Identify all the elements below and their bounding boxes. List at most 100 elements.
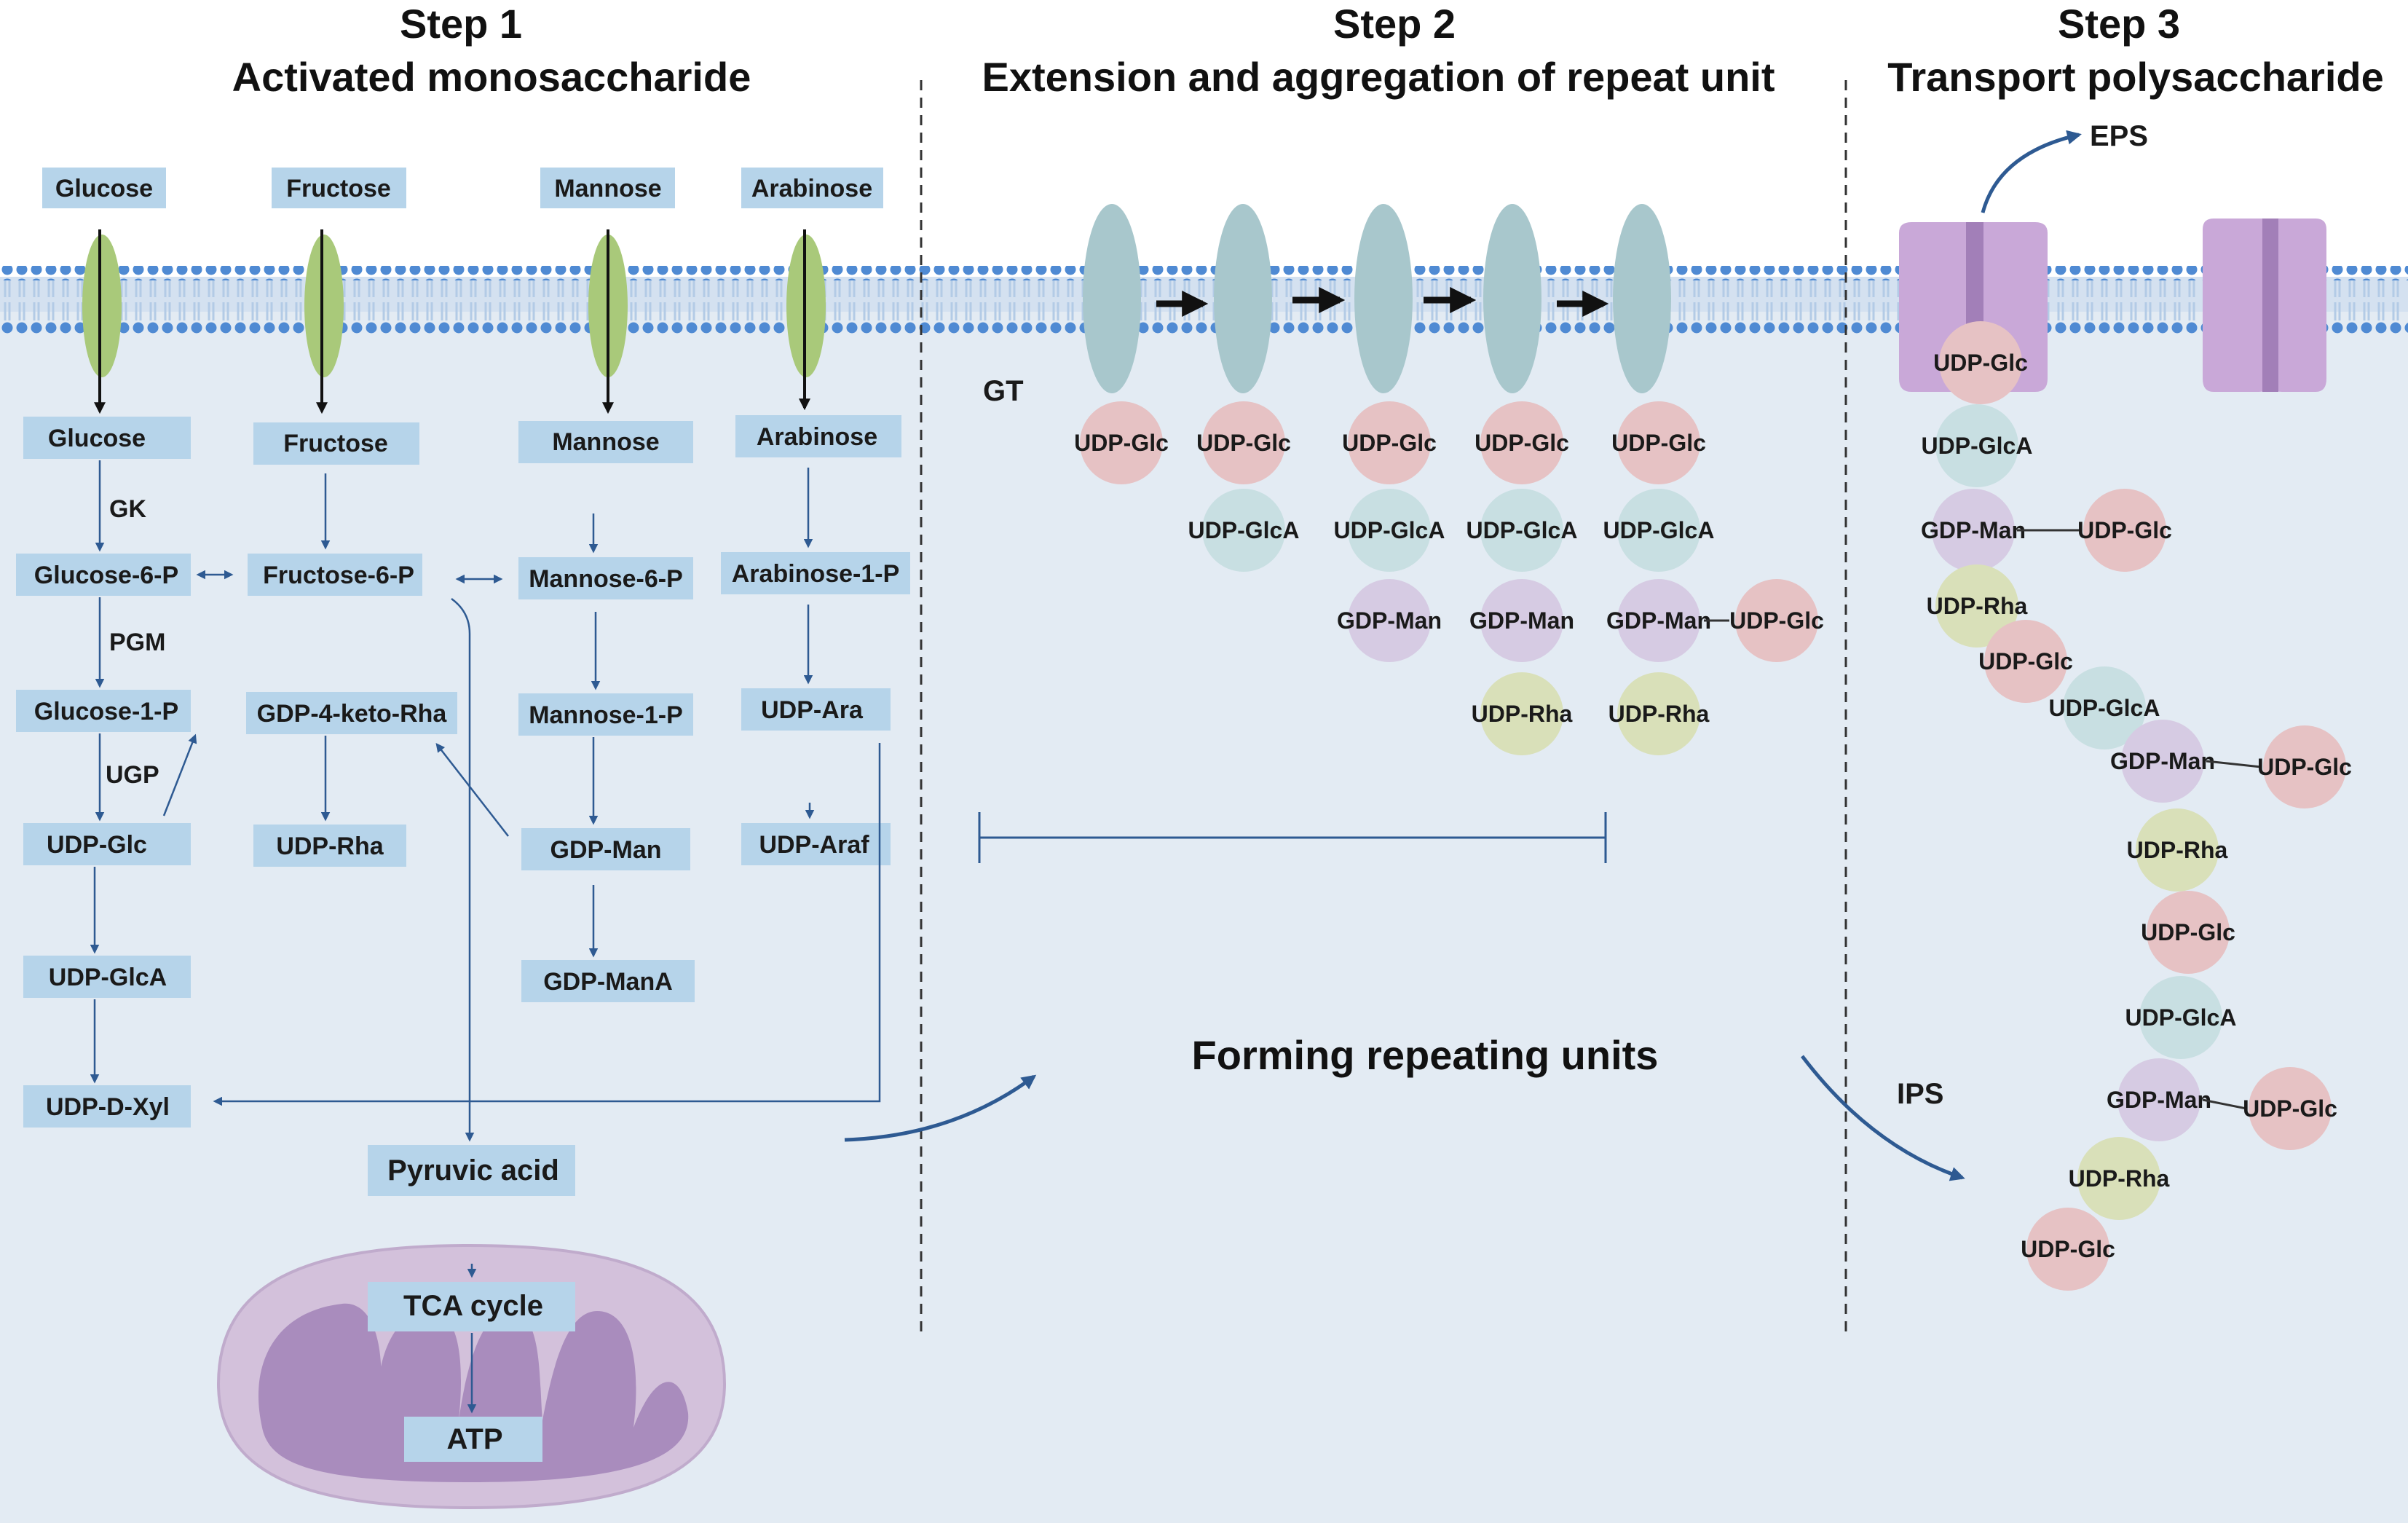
step2-col2-unit1-circle	[1202, 401, 1285, 484]
step2-col5-unit4-label: UDP-Rha	[1608, 701, 1710, 727]
step3-branch-2-label: UDP-Glc	[2257, 754, 2352, 780]
enzyme-pgm: PGM	[109, 629, 165, 656]
step2-col3-unit3-label: GDP-Man	[1337, 607, 1442, 634]
transporter-glucose	[82, 235, 122, 377]
step2-col3-unit1: UDP-Glc	[1342, 401, 1437, 484]
svg-text:UDP-Glc: UDP-Glc	[47, 831, 147, 859]
svg-text:Arabinose: Arabinose	[751, 175, 872, 202]
step3-chain-unit-7: GDP-Man	[2110, 720, 2215, 803]
enzyme-gk: GK	[109, 495, 146, 523]
step3-chain-unit-1-circle	[1939, 321, 2022, 404]
step3-polysaccharide-chain: UDP-GlcUDP-GlcAGDP-ManUDP-RhaUDP-GlcUDP-…	[1921, 321, 2352, 1291]
step2-col4-unit2-label: UDP-GlcA	[1466, 517, 1578, 543]
step3-chain-unit-4-circle	[1935, 564, 2018, 648]
gt-enzyme-4	[1483, 204, 1541, 393]
step2-side-branch-label: UDP-Glc	[1729, 607, 1824, 634]
step2-col4-unit3: GDP-Man	[1469, 579, 1574, 662]
svg-text:ATP: ATP	[446, 1423, 502, 1455]
box-pyruvic-acid: Pyruvic acid	[368, 1145, 575, 1196]
gt-enzyme-5	[1613, 204, 1671, 393]
step2-col1-unit1: UDP-Glc	[1074, 401, 1169, 484]
step2-col5-unit4-circle	[1617, 672, 1700, 755]
svg-text:UDP-Rha: UDP-Rha	[276, 833, 384, 860]
box-udp-glc: UDP-Glc	[23, 823, 191, 865]
step2-col1-unit1-circle	[1080, 401, 1163, 484]
step2-col3-unit2: UDP-GlcA	[1334, 489, 1445, 572]
svg-text:GDP-ManA: GDP-ManA	[543, 968, 673, 996]
step2-col3-unit1-circle	[1348, 401, 1431, 484]
step2-col4-unit4-label: UDP-Rha	[1472, 701, 1573, 727]
svg-text:UDP-D-Xyl: UDP-D-Xyl	[46, 1093, 170, 1121]
step2-col3-unit1-label: UDP-Glc	[1342, 430, 1437, 456]
step1-subtitle: Activated monosaccharide	[232, 54, 751, 100]
arrow-to-udpdxyl	[213, 743, 881, 1106]
step2-title: Step 2	[1333, 1, 1456, 47]
svg-text:Glucose: Glucose	[48, 425, 146, 452]
gt-label: GT	[983, 375, 1024, 407]
transporter-fructose	[304, 235, 344, 377]
box-glucose: Glucose	[23, 417, 191, 459]
box-fructose-6-p: Fructose-6-P	[248, 554, 422, 596]
box-mannose-6-p: Mannose-6-P	[518, 557, 693, 599]
box-gdp-man: GDP-Man	[521, 828, 690, 870]
step3-chain-unit-3: GDP-Man	[1921, 489, 2026, 572]
gt-enzyme-1	[1083, 204, 1141, 393]
svg-text:Fructose: Fructose	[283, 430, 388, 457]
box-udp-ara: UDP-Ara	[741, 688, 891, 731]
repeat-range-bar	[978, 812, 1607, 863]
step2-col5-unit2: UDP-GlcA	[1603, 489, 1715, 572]
flow-arrow-step2-to-step3	[1801, 1055, 1965, 1181]
step2-col5-unit3: GDP-Man	[1606, 579, 1711, 662]
step3-chain-unit-5-circle	[1984, 620, 2067, 703]
step2-col4-unit2: UDP-GlcA	[1466, 489, 1578, 572]
step2-col5-unit4: UDP-Rha	[1608, 672, 1710, 755]
svg-text:Glucose-1-P: Glucose-1-P	[34, 698, 178, 725]
step3-chain-unit-8-label: UDP-Rha	[2127, 837, 2228, 863]
step3-branch-3-circle	[2249, 1067, 2332, 1150]
step2-col5-unit1-circle	[1617, 401, 1700, 484]
step3-chain-unit-10-circle	[2139, 976, 2222, 1059]
step3-chain-unit-13: UDP-Glc	[2021, 1208, 2115, 1291]
enzyme-ugp: UGP	[106, 761, 159, 789]
step3-branch-3-label: UDP-Glc	[2243, 1095, 2337, 1122]
step3-branch-link-2	[2206, 760, 2262, 768]
box-gdp-mana: GDP-ManA	[521, 960, 695, 1002]
box-arabinose-1-p: Arabinose-1-P	[721, 552, 910, 594]
step2-col4-unit2-circle	[1480, 489, 1563, 572]
step2-col2-unit1: UDP-Glc	[1196, 401, 1291, 484]
svg-text:Mannose: Mannose	[554, 175, 661, 202]
box-arabinose: Arabinose	[735, 415, 901, 457]
step3-chain-unit-13-label: UDP-Glc	[2021, 1236, 2115, 1262]
step3-branch-3: UDP-Glc	[2243, 1067, 2337, 1150]
step2-col4-unit3-circle	[1480, 579, 1563, 662]
box-udp-araf: UDP-Araf	[741, 823, 891, 865]
step3-chain-unit-2: UDP-GlcA	[1922, 404, 2032, 487]
box-glucose-1-p: Glucose-1-P	[16, 690, 191, 732]
step2-col5-unit1-label: UDP-Glc	[1611, 430, 1706, 456]
step2-col2-unit1-label: UDP-Glc	[1196, 430, 1291, 456]
svg-text:TCA cycle: TCA cycle	[403, 1290, 543, 1322]
step3-chain-unit-6: UDP-GlcA	[2049, 666, 2160, 749]
step3-chain-unit-4-label: UDP-Rha	[1927, 593, 2028, 619]
box-udp-rha: UDP-Rha	[253, 825, 406, 867]
svg-text:Mannose-6-P: Mannose-6-P	[529, 565, 683, 593]
step3-chain-unit-9-label: UDP-Glc	[2141, 919, 2235, 945]
step2-col5-unit2-label: UDP-GlcA	[1603, 517, 1715, 543]
step3-chain-unit-11: GDP-Man	[2107, 1058, 2211, 1141]
step2-col5-unit2-circle	[1617, 489, 1700, 572]
arrow-ugp-return	[162, 733, 197, 816]
arrow-gdpman-keto	[435, 743, 509, 837]
step3-branch-1-label: UDP-Glc	[2077, 517, 2172, 543]
gt-enzyme-2	[1214, 204, 1272, 393]
svg-text:UDP-GlcA: UDP-GlcA	[49, 964, 167, 991]
outside-glucose: Glucose	[42, 168, 166, 208]
step3-chain-unit-9-circle	[2147, 891, 2230, 974]
step2-col5-unit3-label: GDP-Man	[1606, 607, 1711, 634]
step2-col3-unit3: GDP-Man	[1337, 579, 1442, 662]
flow-arrow-eps	[1981, 130, 2082, 213]
step3-chain-unit-3-circle	[1932, 489, 2015, 572]
transport-channel-2	[2203, 219, 2326, 392]
step2-col3-unit3-circle	[1348, 579, 1431, 662]
step3-chain-unit-8-circle	[2136, 808, 2219, 892]
step3-chain-unit-9: UDP-Glc	[2141, 891, 2235, 974]
